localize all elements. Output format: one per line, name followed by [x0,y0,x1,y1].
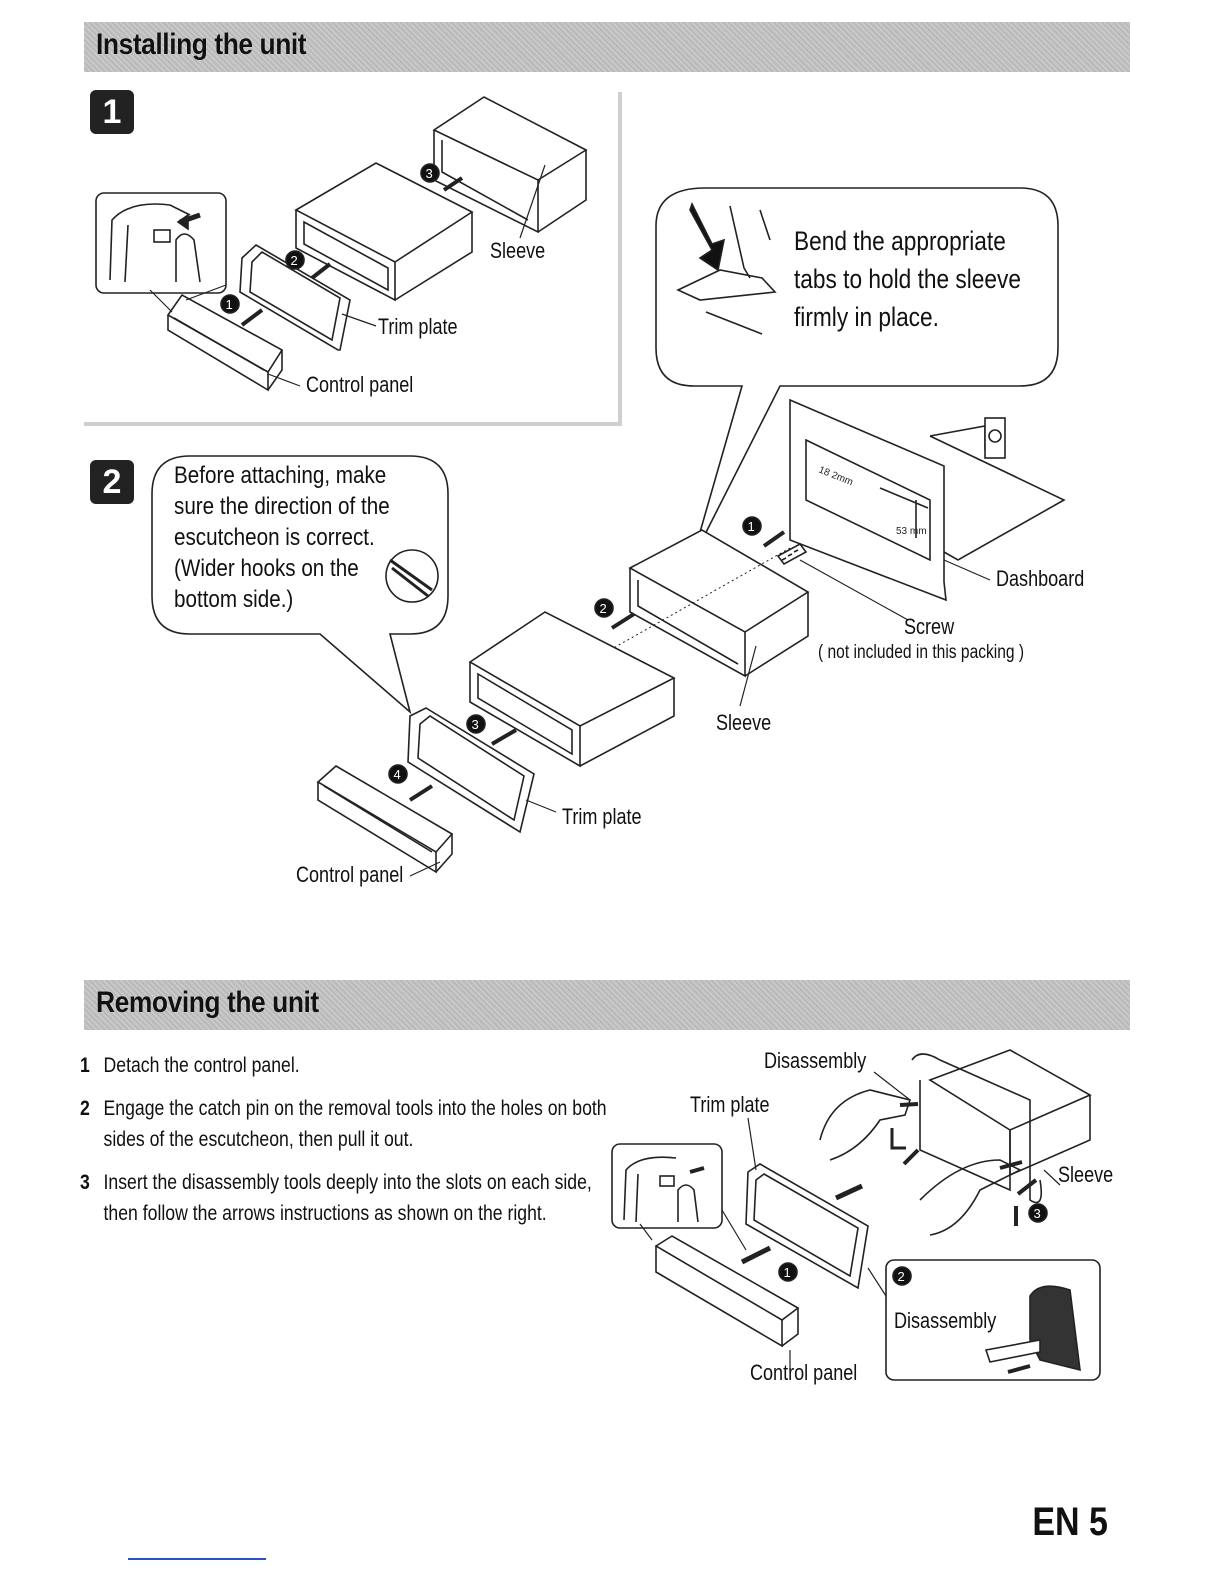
step-number: 3 [80,1171,90,1194]
control-2-label: Control panel [296,862,404,887]
step1-badge: 1 [90,90,134,134]
step-text: Insert the disassembly tools deeply into… [103,1171,592,1225]
screw-drawing [776,542,909,621]
removal-steps: 1 Detach the control panel. 2 Engage the c… [80,1050,680,1241]
svg-text:4: 4 [394,767,401,782]
removal-step-2: 2 Engage the catch pin on the removal too… [80,1093,608,1155]
step-text: Detach the control panel. [103,1054,300,1077]
note-line-5: bottom side.) [174,586,294,613]
step2-badge: 2 [90,460,134,504]
svg-text:2: 2 [898,1269,905,1284]
sleeve-1-label: Sleeve [490,238,546,263]
svg-text:3: 3 [472,717,479,732]
removal-diagram: 3 1 2 [611,1049,1101,1381]
bend-callout-text: Bend the appropriate tabs to hold the sl… [794,222,1021,336]
unit-1-drawing [294,162,474,302]
svg-text:1: 1 [226,297,233,312]
note-line-3: escutcheon is correct. [174,524,375,551]
trim-1-label: Trim plate [378,314,458,339]
step-text: Engage the catch pin on the removal tool… [103,1097,607,1151]
page-number: EN 5 [1032,1500,1108,1544]
dashboard-label: Dashboard [996,566,1085,591]
trim-plate-1-drawing [239,244,351,351]
dim-height-label: 53 mm [896,526,927,537]
step2-arrows: 1 2 3 4 [388,516,786,802]
sleeve-2-label: Sleeve [716,710,772,735]
removing-heading: Removing the unit [96,986,319,1019]
removing-heading-bar: Removing the unit [84,980,1130,1030]
svg-text:1: 1 [748,519,755,534]
unit-2-drawing [468,611,676,768]
install-diagram: 1 2 3 [95,96,1066,877]
sleeve-1-drawing [432,96,588,234]
removal-step-1: 1 Detach the control panel. [80,1050,608,1081]
control-panel-2-drawing [316,765,454,874]
dashboard-drawing [789,398,1066,602]
bend-line-3: firmly in place. [794,302,939,332]
note-line-1: Before attaching, make [174,462,387,489]
trim-plate-2-drawing [407,707,535,834]
screw-label: Screw [904,614,955,639]
control-panel-1-drawing [166,293,284,392]
disassembly-inset-label: Disassembly [894,1308,997,1333]
hand-press-icon [95,192,227,294]
note-line-2: sure the direction of the [174,493,390,520]
bend-callout-bubble [655,187,1059,561]
bend-line-1: Bend the appropriate [794,226,1006,256]
sleeve-2-drawing [628,529,810,678]
svg-text:1: 1 [784,1265,791,1280]
screw-note-label: ( not included in this packing ) [818,642,1025,663]
installing-heading-bar: Installing the unit [84,22,1130,72]
footer-rule [128,1558,266,1560]
escutcheon-note-text: Before attaching, make sure the directio… [174,460,390,615]
note-line-4: (Wider hooks on the [174,555,359,582]
bend-line-2: tabs to hold the sleeve [794,264,1021,294]
control-1-label: Control panel [306,372,414,397]
step-number: 2 [80,1097,90,1120]
svg-text:2: 2 [600,601,607,616]
step-number: 1 [80,1054,90,1077]
step1-panel [84,92,622,426]
installing-heading: Installing the unit [96,28,307,61]
svg-text:3: 3 [426,166,433,181]
step1-arrows: 1 2 3 [220,163,464,327]
bend-tab-illustration [676,201,777,335]
trim-2-label: Trim plate [562,804,642,829]
svg-text:3: 3 [1034,1206,1041,1221]
removal-sleeve-label: Sleeve [1058,1162,1114,1187]
escutcheon-note-bubble [151,455,449,715]
removal-control-label: Control panel [750,1360,858,1385]
removal-step-3: 3 Insert the disassembly tools deeply int… [80,1167,608,1229]
svg-text:2: 2 [291,253,298,268]
disassembly-top-label: Disassembly [764,1048,867,1073]
removal-trim-label: Trim plate [690,1092,770,1117]
